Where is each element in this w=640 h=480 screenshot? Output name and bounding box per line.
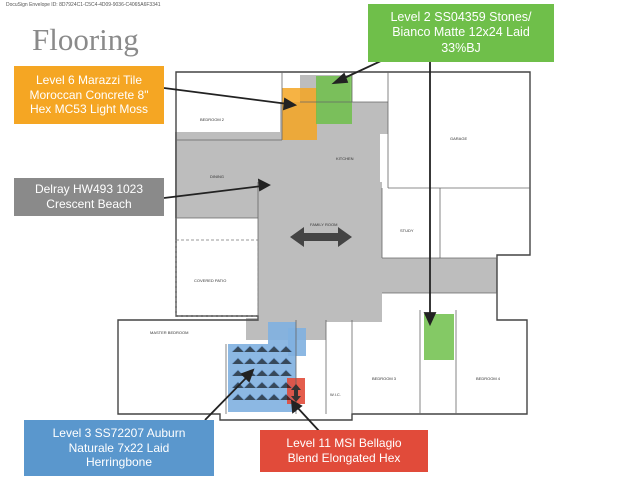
family-room-arrow xyxy=(290,227,352,247)
page-title: Flooring xyxy=(32,22,139,57)
callout-line: Level 3 SS72207 Auburn xyxy=(52,426,186,441)
callout-line: Hex MC53 Light Moss xyxy=(29,102,149,117)
callout-level3-auburn: Level 3 SS72207 Auburn Naturale 7x22 Lai… xyxy=(24,420,214,476)
callout-level6-marazzi: Level 6 Marazzi Tile Moroccan Concrete 8… xyxy=(14,66,164,124)
zone-level3-hall xyxy=(288,328,306,356)
callout-arrows xyxy=(163,59,437,433)
room-label-study: STUDY xyxy=(400,228,414,233)
room-label-garage: GARAGE xyxy=(450,136,467,141)
room-label-master-bedroom: MASTER BEDROOM xyxy=(150,330,188,335)
callout-line: Moroccan Concrete 8" xyxy=(29,87,149,102)
callout-line: Bianco Matte 12x24 Laid xyxy=(392,25,530,40)
callout-line: Level 6 Marazzi Tile xyxy=(35,73,143,88)
covered-patio-outline xyxy=(175,239,259,317)
callout-line: Blend Elongated Hex xyxy=(287,451,401,465)
callout-level2-stones: Level 2 SS04359 Stones/ Bianco Matte 12x… xyxy=(368,4,554,62)
room-label-wic: W.I.C. xyxy=(330,392,341,397)
room-label-dining: DINING xyxy=(210,174,224,179)
callout-level11-bellagio: Level 11 MSI Bellagio Blend Elongated He… xyxy=(260,430,428,472)
room-label-family-room: FAMILY ROOM xyxy=(310,222,337,227)
zone-level6-tile xyxy=(282,88,317,140)
zone-level2-tile-upper xyxy=(316,76,352,124)
callout-line: Naturale 7x22 Laid xyxy=(68,440,170,455)
docusign-envelope-id: DocuSign Envelope ID: 8D7924C1-C5C4-4D09… xyxy=(6,2,161,8)
callout-line: Delray HW493 1023 xyxy=(34,182,144,197)
room-label-kitchen: KITCHEN xyxy=(336,156,354,161)
callout-line: Herringbone xyxy=(85,455,153,470)
callout-line: Crescent Beach xyxy=(46,197,132,211)
zone-level3-herringbone xyxy=(228,322,296,412)
callout-line: 33%BJ xyxy=(441,40,481,55)
callout-line: Level 11 MSI Bellagio xyxy=(286,436,402,451)
callout-delray-hardwood: Delray HW493 1023 Crescent Beach xyxy=(14,178,164,216)
herringbone-texture xyxy=(231,345,293,401)
room-label-bedroom4: BEDROOM 4 xyxy=(476,376,501,381)
hex-zone-arrow xyxy=(291,384,301,402)
room-label-covered-patio: COVERED PATIO xyxy=(194,278,226,283)
callout-line: Level 2 SS04359 Stones/ xyxy=(390,10,532,25)
room-label-bedroom3: BEDROOM 3 xyxy=(372,376,397,381)
room-label-bedroom2: BEDROOM 2 xyxy=(200,117,225,122)
